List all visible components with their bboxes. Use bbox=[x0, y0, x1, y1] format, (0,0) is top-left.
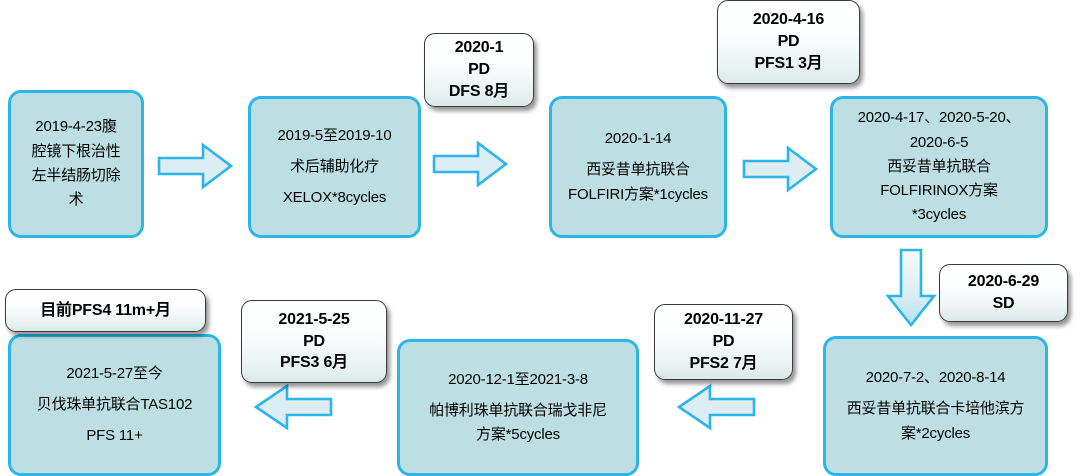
tag-line: 目前PFS4 11m+月 bbox=[40, 301, 171, 319]
node-folfirinox: 2020-4-17、2020-5-20、 2020-6-5 西妥昔单抗联合 FO… bbox=[830, 96, 1048, 238]
tag-line: PD bbox=[468, 61, 490, 79]
node-adjuvant-chemo: 2019-5至2019-10 术后辅助化疗 XELOX*8cycles bbox=[248, 96, 421, 238]
tag-line: 2020-1 bbox=[454, 39, 504, 57]
node-line: *3cycles bbox=[911, 206, 967, 224]
tag-2021-5-25-pd: 2021-5-25 PD PFS3 6月 bbox=[241, 300, 387, 383]
node-line: 方案*5cycles bbox=[476, 426, 560, 444]
node-folfiri: 2020-1-14 西妥昔单抗联合 FOLFIRI方案*1cycles bbox=[549, 96, 727, 238]
tag-line: 2020-11-27 bbox=[684, 311, 763, 329]
node-line: 左半结肠切除 bbox=[31, 167, 121, 184]
arrow-right-2 bbox=[432, 140, 508, 188]
node-line: 2019-4-23腹 bbox=[35, 118, 117, 136]
node-line: FOLFIRINOX方案 bbox=[880, 182, 998, 200]
arrow-down bbox=[885, 248, 937, 328]
tag-line: PD bbox=[303, 332, 325, 350]
tag-line: DFS 8月 bbox=[448, 82, 510, 100]
node-line: 腔镜下根治性 bbox=[31, 142, 121, 160]
node-capecitabine: 2020-7-2、2020-8-14 西妥昔单抗联合卡培他滨方 案*2cycle… bbox=[823, 336, 1048, 476]
node-line: 西妥昔单抗联合 bbox=[586, 161, 690, 179]
node-line: 2020-1-14 bbox=[604, 130, 672, 148]
tag-line: PFS1 3月 bbox=[754, 54, 823, 72]
tag-line: 2020-6-29 bbox=[967, 273, 1040, 291]
tag-line: SD bbox=[992, 295, 1015, 312]
node-line: 西妥昔单抗联合卡培他滨方 bbox=[846, 400, 1025, 418]
node-line: 2020-12-1至2021-3-8 bbox=[448, 370, 588, 388]
node-line: 2020-7-2、2020-8-14 bbox=[865, 369, 1006, 387]
node-line: 2020-6-5 bbox=[909, 133, 969, 151]
node-line: 术 bbox=[68, 191, 84, 209]
node-line: 西妥昔单抗联合 bbox=[887, 157, 991, 175]
tag-2020-6-29-sd: 2020-6-29 SD bbox=[939, 264, 1068, 322]
node-line: 案*2cycles bbox=[900, 424, 971, 442]
arrow-left-2 bbox=[253, 383, 333, 431]
node-surgery: 2019-4-23腹 腔镜下根治性 左半结肠切除 术 bbox=[8, 90, 144, 238]
tag-2020-4-16-pd: 2020-4-16 PD PFS1 3月 bbox=[717, 0, 860, 84]
node-line: 贝伐珠单抗联合TAS102 bbox=[36, 395, 193, 413]
tag-line: PD bbox=[712, 333, 735, 351]
node-pembrolizumab-regorafenib: 2020-12-1至2021-3-8 帕博利珠单抗联合瑞戈非尼 方案*5cycl… bbox=[397, 339, 639, 476]
node-line: PFS 11+ bbox=[86, 427, 143, 445]
node-line: FOLFIRI方案*1cycles bbox=[568, 185, 708, 203]
node-bevacizumab-tas102: 2021-5-27至今 贝伐珠单抗联合TAS102 PFS 11+ bbox=[8, 334, 221, 476]
arrow-left-1 bbox=[676, 383, 756, 431]
node-line: 2020-4-17、2020-5-20、 bbox=[857, 109, 1021, 127]
node-line: 2021-5-27至今 bbox=[66, 364, 163, 382]
tag-line: PFS3 6月 bbox=[280, 354, 348, 372]
node-line: XELOX*8cycles bbox=[282, 189, 387, 207]
tag-2020-11-27-pd: 2020-11-27 PD PFS2 7月 bbox=[654, 304, 793, 380]
tag-current-pfs4: 目前PFS4 11m+月 bbox=[5, 289, 206, 332]
tag-line: PD bbox=[777, 33, 800, 51]
arrow-right-3 bbox=[742, 145, 818, 193]
node-line: 帕博利珠单抗联合瑞戈非尼 bbox=[429, 401, 607, 419]
tag-line: 2021-5-25 bbox=[278, 310, 350, 328]
tag-line: 2020-4-16 bbox=[752, 11, 825, 29]
tag-line: PFS2 7月 bbox=[689, 354, 758, 372]
node-line: 术后辅助化疗 bbox=[290, 157, 379, 175]
node-line: 2019-5至2019-10 bbox=[277, 126, 392, 144]
arrow-right-1 bbox=[157, 142, 233, 190]
tag-2020-1-pd: 2020-1 PD DFS 8月 bbox=[424, 33, 534, 107]
